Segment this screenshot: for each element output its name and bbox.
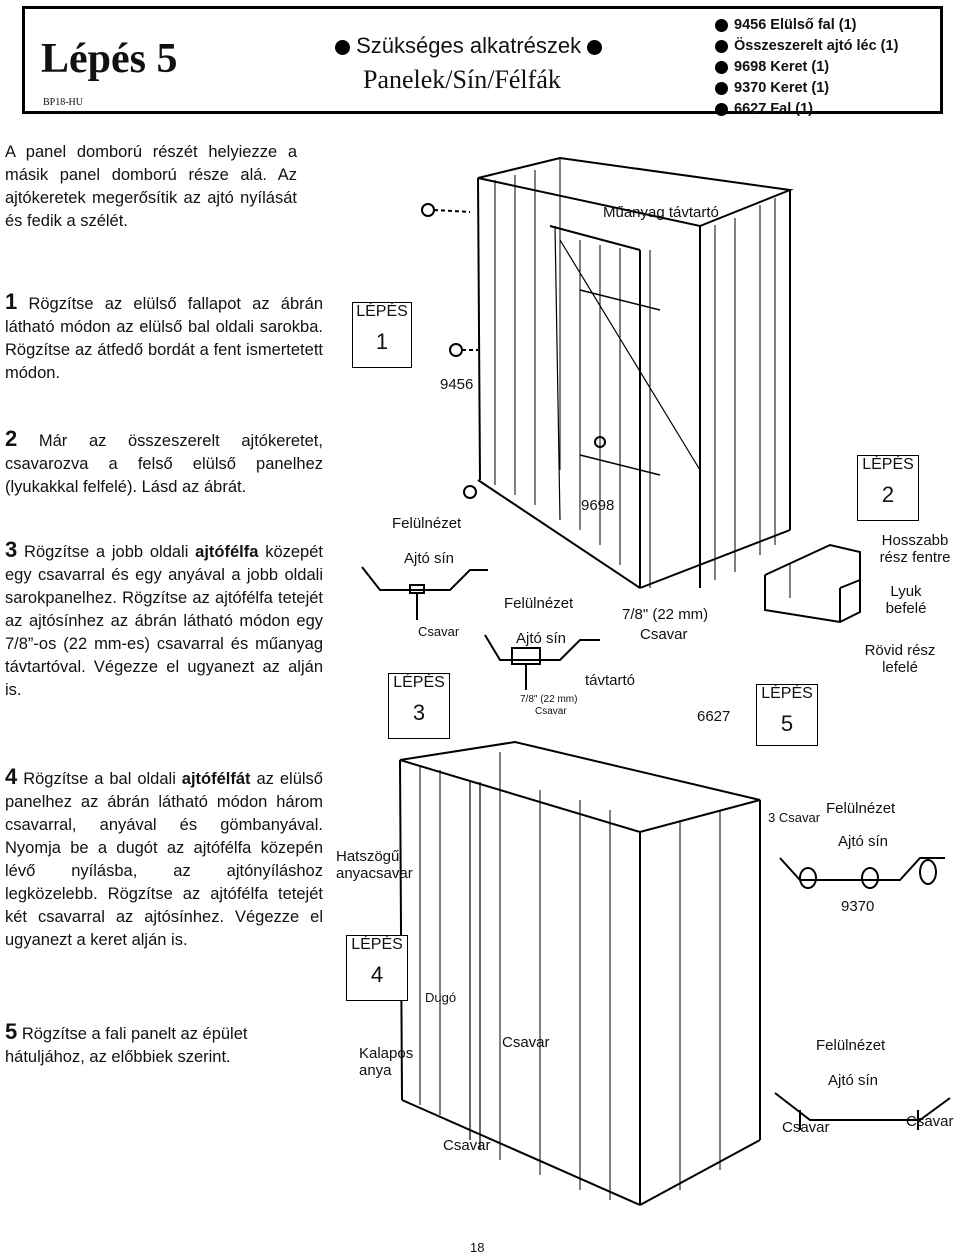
bullet-icon xyxy=(335,39,350,55)
label-screw: Csavar xyxy=(906,1113,954,1130)
label-door-rail: Ajtó sín xyxy=(516,630,567,647)
label-part-6627: 6627 xyxy=(697,708,731,725)
parts-subheading: Panelek/Sín/Félfák xyxy=(363,65,561,94)
step-4-top-view xyxy=(779,857,945,889)
label-part-9698: 9698 xyxy=(581,497,615,514)
bullet-icon xyxy=(715,18,728,32)
part-item: Összeszerelt ajtó léc (1) xyxy=(715,36,898,57)
label-top-view: Felülnézet xyxy=(392,515,462,532)
step-number: 1 xyxy=(5,289,18,314)
label-three-screws: 3 Csavar xyxy=(768,810,821,825)
bold-term: ajtófélfát xyxy=(181,770,251,788)
step-3-instruction: 3 Rögzítse a jobb oldali ajtófélfa közep… xyxy=(5,537,323,699)
intro-text: A panel domború részét helyiezze a másik… xyxy=(5,143,297,230)
bullet-icon xyxy=(715,39,728,53)
document-code: BP18-HU xyxy=(43,97,84,108)
step-number: 3 xyxy=(5,537,18,562)
step-4-instruction: 4 Rögzítse a bal oldali ajtófélfát az el… xyxy=(5,764,323,949)
label-screw: Csavar xyxy=(535,706,567,717)
label-screw-size: 7/8" (22 mm) xyxy=(520,694,578,705)
header-box: Lépés 5 BP18-HU Szükséges alkatrészek Pa… xyxy=(22,6,943,117)
bullet-icon xyxy=(587,39,603,55)
step-text: Rögzítse a fali panelt az épület hátuljá… xyxy=(5,1025,248,1066)
lower-shed-frame xyxy=(399,740,761,1206)
bullet-icon xyxy=(715,60,728,74)
step-title: Lépés 5 xyxy=(41,36,178,82)
label-screw: Csavar xyxy=(418,624,460,639)
label-door-rail: Ajtó sín xyxy=(838,833,889,850)
parts-list: 9456 Elülső fal (1) Összeszerelt ajtó lé… xyxy=(715,15,898,120)
label-screw: Csavar xyxy=(640,626,688,643)
step-5-instruction: 5 Rögzítse a fali panelt az épület hátul… xyxy=(5,1020,323,1069)
label-part-9370: 9370 xyxy=(841,898,875,915)
label-spacer-short: távtartó xyxy=(585,672,636,689)
label-screw: Csavar xyxy=(782,1119,830,1136)
step-number: 2 xyxy=(5,426,18,451)
bullet-icon xyxy=(715,102,728,116)
step-number: 4 xyxy=(5,764,18,789)
label-spacer: Műanyag távtartó xyxy=(603,204,719,221)
label-top-view: Felülnézet xyxy=(504,595,574,612)
step-4-lower-top-view xyxy=(774,1092,951,1130)
part-item: 9698 Keret (1) xyxy=(715,57,898,78)
parts-heading-text: Szükséges alkatrészek xyxy=(356,33,582,58)
part-item: 9456 Elülső fal (1) xyxy=(715,15,898,36)
label-part-9456: 9456 xyxy=(440,376,474,393)
step-3-top-view-right xyxy=(484,634,600,690)
label-top-view: Felülnézet xyxy=(826,800,896,817)
label-door-rail: Ajtó sín xyxy=(828,1072,879,1089)
label-plug: Dugó xyxy=(425,990,457,1005)
step-number: 5 xyxy=(5,1019,18,1044)
bold-term: ajtófélfa xyxy=(195,543,259,561)
part-item: 6627 Fal (1) xyxy=(715,99,898,120)
label-door-rail: Ajtó sín xyxy=(404,550,455,567)
step-text: Rögzítse az elülső fallapot az ábrán lát… xyxy=(5,295,323,382)
label-top-view: Felülnézet xyxy=(816,1037,886,1054)
step-1-instruction: 1 Rögzítse az elülső fallapot az ábrán l… xyxy=(5,290,323,385)
label-screw: Csavar xyxy=(443,1137,491,1154)
parts-heading: Szükséges alkatrészek xyxy=(335,33,603,59)
label-screw-size: 7/8" (22 mm) xyxy=(622,606,709,623)
step-5-rail-detail xyxy=(764,543,861,624)
bullet-icon xyxy=(715,81,728,95)
step-text: Már az összeszerelt ajtókeretet, csavaro… xyxy=(5,432,323,496)
step-3-top-view-left xyxy=(361,566,488,620)
label-screw: Csavar xyxy=(502,1034,550,1051)
step-2-instruction: 2 Már az összeszerelt ajtókeretet, csava… xyxy=(5,427,323,499)
upper-shed-frame xyxy=(421,156,794,589)
part-item: 9370 Keret (1) xyxy=(715,78,898,99)
page-number: 18 xyxy=(470,1240,485,1255)
